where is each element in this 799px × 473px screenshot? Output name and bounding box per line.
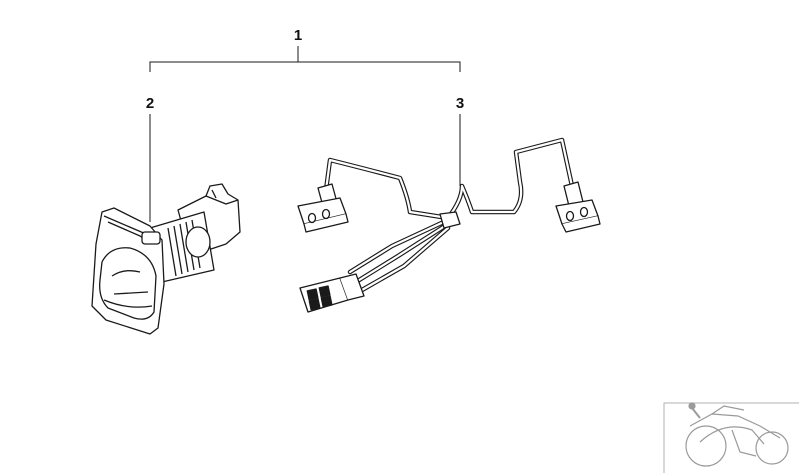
motorcycle-thumbnail [663,402,799,473]
callout-2: 2 [146,95,154,112]
motorcycle-icon [685,402,789,467]
thumbnail-frame [663,402,799,473]
wiring-harness-icon [297,137,601,313]
bracket-line [149,61,461,72]
leader-lines [149,46,461,222]
power-socket-icon [91,183,241,335]
callout-1: 1 [294,27,302,44]
callout-3: 3 [456,95,464,112]
